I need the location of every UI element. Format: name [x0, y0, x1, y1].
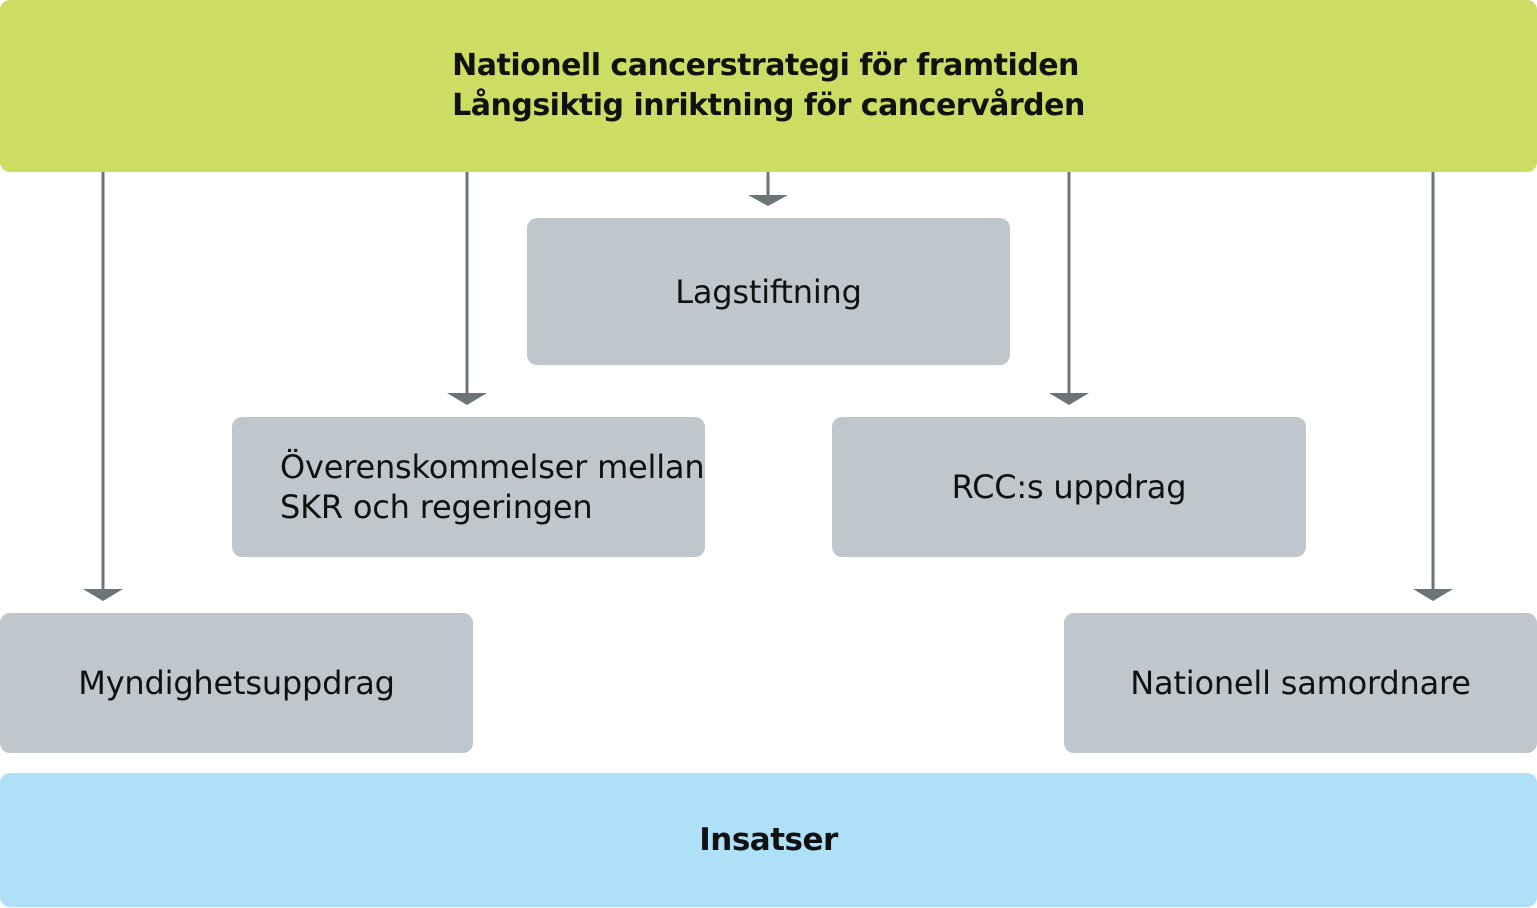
myndighet-box: Myndighetsuppdrag	[0, 613, 473, 753]
rcc-label: RCC:s uppdrag	[951, 468, 1187, 506]
insatser-label: Insatser	[699, 822, 838, 858]
strategy-title-line-1: Nationell cancerstrategi för framtiden	[452, 48, 1079, 83]
arrowhead-lagstiftning	[748, 195, 788, 206]
arrowhead-rcc	[1049, 393, 1089, 405]
overenskommelser-label: Överenskommelser mellan SKR och regering…	[280, 447, 705, 527]
arrowhead-samordnare	[1413, 589, 1453, 601]
strategy-title-line-2: Långsiktig inriktning för cancervården	[452, 88, 1085, 123]
overenskommelser-label-line-2: SKR och regeringen	[280, 488, 593, 526]
lagstiftning-box: Lagstiftning	[527, 218, 1010, 365]
overenskommelser-label-line-1: Överenskommelser mellan	[280, 448, 705, 486]
arrowhead-overenskommelser	[447, 393, 487, 405]
samordnare-box: Nationell samordnare	[1064, 613, 1537, 753]
rcc-box: RCC:s uppdrag	[832, 417, 1306, 557]
myndighet-label: Myndighetsuppdrag	[78, 664, 395, 702]
samordnare-label: Nationell samordnare	[1130, 664, 1471, 702]
overenskommelser-box: Överenskommelser mellan SKR och regering…	[232, 417, 705, 557]
strategy-box: Nationell cancerstrategi för framtiden L…	[0, 0, 1537, 172]
insatser-box: Insatser	[0, 773, 1537, 907]
lagstiftning-label: Lagstiftning	[675, 272, 862, 311]
strategy-title: Nationell cancerstrategi för framtiden L…	[452, 46, 1085, 126]
arrowhead-myndighet	[83, 589, 123, 601]
